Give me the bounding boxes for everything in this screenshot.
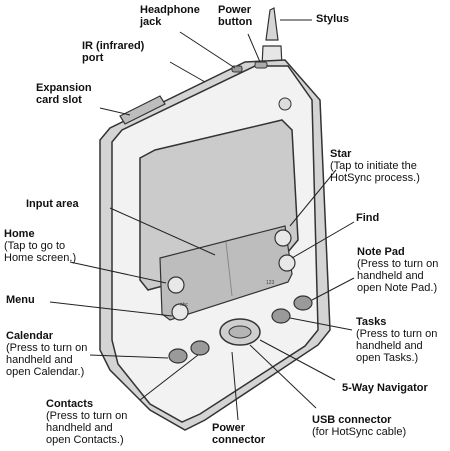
home-label: Home (Tap to go to Home screen.) [4,228,77,264]
power-button-label: Power button [218,4,253,28]
tasks-button[interactable] [271,308,291,324]
note-pad-label: Note Pad (Press to turn on handheld and … [357,246,439,294]
calendar-label: Calendar (Press to turn on handheld and … [6,330,88,378]
power-connector-label: Power connector [212,422,266,446]
navigator-label: 5-Way Navigator [342,382,428,394]
contacts-label: Contacts (Press to turn on handheld and … [46,398,128,446]
expansion-slot-label: Expansion card slot [36,82,92,106]
input-area-label: Input area [26,198,79,210]
power-button-shape [254,61,268,69]
headphone-jack-label: Headphone jack [140,4,200,28]
star-label: Star (Tap to initiate the HotSync proces… [330,148,420,184]
usb-connector-label: USB connector (for HotSync cable) [312,414,407,438]
num-mark: 123 [266,280,275,286]
stylus-label: Stylus [316,13,350,25]
tasks-label: Tasks (Press to turn on handheld and ope… [356,316,438,364]
expansion-slot-shape [119,95,166,125]
find-icon[interactable] [278,254,296,272]
leader-lines [49,19,355,421]
stylus-shape [261,7,283,67]
ir-port-label: IR (infrared) port [82,40,145,64]
palm-logo [278,97,292,111]
menu-label: Menu [6,294,35,306]
abc-mark: abc [180,302,189,308]
note-pad-button[interactable] [293,295,313,311]
find-label: Find [356,212,380,224]
star-icon[interactable] [274,229,292,247]
input-area-shape [159,225,293,321]
contacts-button[interactable] [190,340,210,356]
menu-icon[interactable] [171,303,189,321]
home-icon[interactable] [167,276,185,294]
calendar-button[interactable] [168,348,188,364]
